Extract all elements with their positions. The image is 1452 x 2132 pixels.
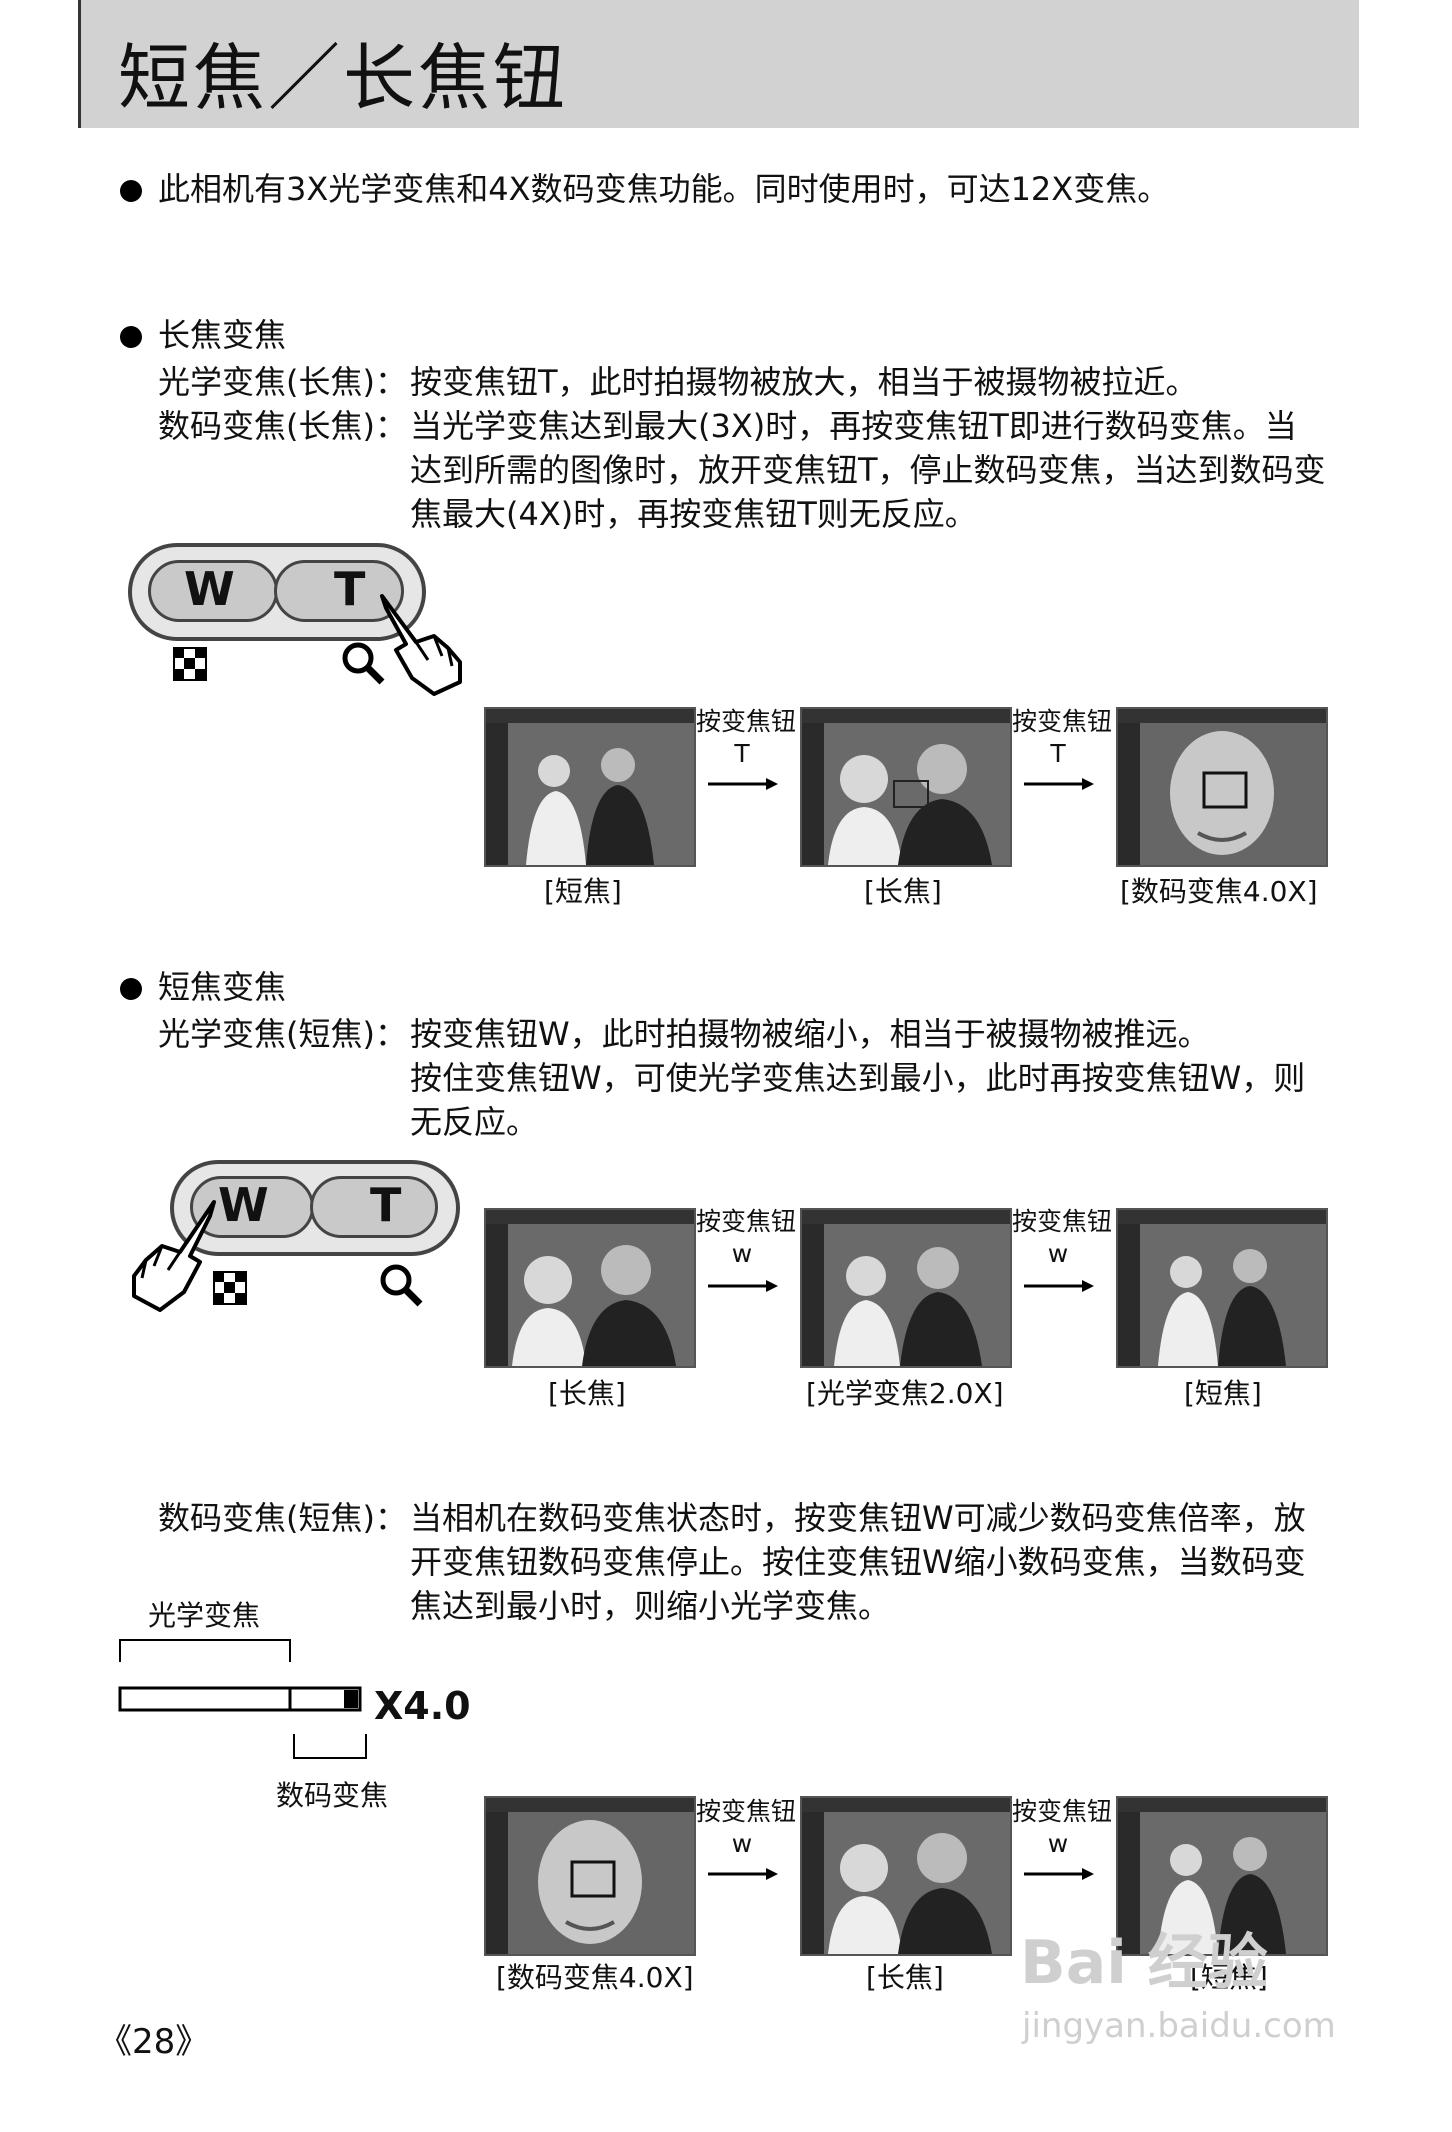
pointing-hand-icon (132, 1200, 216, 1312)
caption: [光学变焦2.0X] (806, 1377, 1004, 1410)
bullet (120, 180, 142, 202)
right-arrow-icon (1024, 778, 1094, 790)
arrow-label: 按变焦钮 (1012, 1797, 1113, 1826)
bar-digital-label: 数码变焦 (276, 1779, 389, 1812)
right-arrow-icon (1024, 1868, 1094, 1880)
baidu-watermark-logo: Bai 经验 (1020, 1928, 1268, 1998)
preview-photo-tele (800, 707, 1012, 867)
arrow-key-label: w (731, 1239, 753, 1268)
arrow-key-label: w (1047, 1239, 1069, 1268)
baidu-watermark-url: jingyan.baidu.com (1022, 2006, 1336, 2046)
arrow-label: 按变焦钮 (1012, 1207, 1113, 1236)
caption: [短焦] (1184, 1377, 1262, 1410)
zoom-w-key (190, 1176, 314, 1238)
w-key-label: W (218, 1178, 269, 1232)
caption: [长焦] (548, 1377, 626, 1410)
tele-digital-line: 达到所需的图像时，放开变焦钮T，停止数码变焦，当达到数码变 (410, 451, 1326, 489)
arrow-key-label: T (1050, 739, 1066, 768)
arrow-key-label: T (734, 739, 750, 768)
caption: [长焦] (866, 1961, 944, 1994)
digital-wide-line: 当相机在数码变焦状态时，按变焦钮W可减少数码变焦倍率，放 (410, 1499, 1306, 1537)
preview-photo-tele (484, 1208, 696, 1368)
pointing-hand-icon (380, 594, 462, 696)
t-key-label: T (370, 1178, 402, 1232)
preview-photo-wide (484, 707, 696, 867)
bullet (120, 326, 142, 348)
zoom-t-key (310, 1176, 438, 1238)
arrow-label: 按变焦钮 (1012, 707, 1113, 736)
preview-photo-tele (800, 1796, 1012, 1956)
preview-photo-digital (484, 1796, 696, 1956)
wide-grid-icon (173, 647, 207, 681)
magnifier-icon (380, 1264, 423, 1307)
page-title: 短焦／长焦钮 (118, 36, 569, 120)
wide-grid-icon (213, 1271, 247, 1305)
right-arrow-icon (708, 778, 778, 790)
caption: [短焦] (544, 875, 622, 908)
preview-photo-wide (1116, 1796, 1328, 1956)
bar-optical-label: 光学变焦 (148, 1599, 261, 1632)
caption: [长焦] (864, 875, 942, 908)
arrow-key-label: w (1047, 1829, 1069, 1858)
wide-heading: 短焦变焦 (158, 968, 287, 1006)
bar-zoom-value: X4.0 (374, 1684, 471, 1728)
preview-photo-wide (1116, 1208, 1328, 1368)
arrow-label: 按变焦钮 (696, 1797, 797, 1826)
tele-optical-text: 按变焦钮T，此时拍摄物被放大，相当于被摄物被拉近。 (410, 363, 1198, 401)
intro-text: 此相机有3X光学变焦和4X数码变焦功能。同时使用时，可达12X变焦。 (158, 170, 1170, 208)
preview-photo-digital (1116, 707, 1328, 867)
arrow-key-label: w (731, 1829, 753, 1858)
caption: [数码变焦4.0X] (1120, 875, 1318, 908)
bullet (120, 978, 142, 1000)
w-key-label: W (184, 562, 235, 616)
wide-optical-line: 按变焦钮W，此时拍摄物被缩小，相当于被摄物被推远。 (410, 1015, 1210, 1053)
caption: [数码变焦4.0X] (496, 1961, 694, 1994)
caption: [短焦] (1190, 1961, 1268, 1994)
t-key-label: T (334, 562, 366, 616)
wide-optical-line: 按住变焦钮W，可使光学变焦达到最小，此时再按变焦钮W，则 (410, 1059, 1306, 1097)
wide-optical-line: 无反应。 (410, 1103, 539, 1141)
page-header-bar (78, 0, 1359, 128)
preview-photo-optical (800, 1208, 1012, 1368)
arrow-label: 按变焦钮 (696, 1207, 797, 1236)
tele-digital-line: 焦最大(4X)时，再按变焦钮T则无反应。 (410, 495, 977, 533)
right-arrow-icon (708, 1868, 778, 1880)
right-arrow-icon (1024, 1280, 1094, 1292)
digital-wide-label: 数码变焦(短焦)： (158, 1499, 407, 1537)
tele-digital-line: 当光学变焦达到最大(3X)时，再按变焦钮T即进行数码变焦。当 (410, 407, 1297, 445)
right-arrow-icon (708, 1280, 778, 1292)
zoom-bar-diagram (118, 1639, 367, 1759)
wide-optical-label: 光学变焦(短焦)： (158, 1015, 407, 1053)
zoom-t-key (274, 560, 404, 622)
digital-wide-line: 焦达到最小时，则缩小光学变焦。 (410, 1587, 891, 1625)
digital-wide-line: 开变焦钮数码变焦停止。按住变焦钮W缩小数码变焦，当数码变 (410, 1543, 1306, 1581)
tele-optical-label: 光学变焦(长焦)： (158, 363, 407, 401)
arrow-label: 按变焦钮 (696, 707, 797, 736)
page-number: 《28》 (98, 2022, 210, 2062)
tele-digital-label: 数码变焦(长焦)： (158, 407, 407, 445)
tele-heading: 长焦变焦 (158, 316, 287, 354)
magnifier-icon (342, 642, 385, 685)
